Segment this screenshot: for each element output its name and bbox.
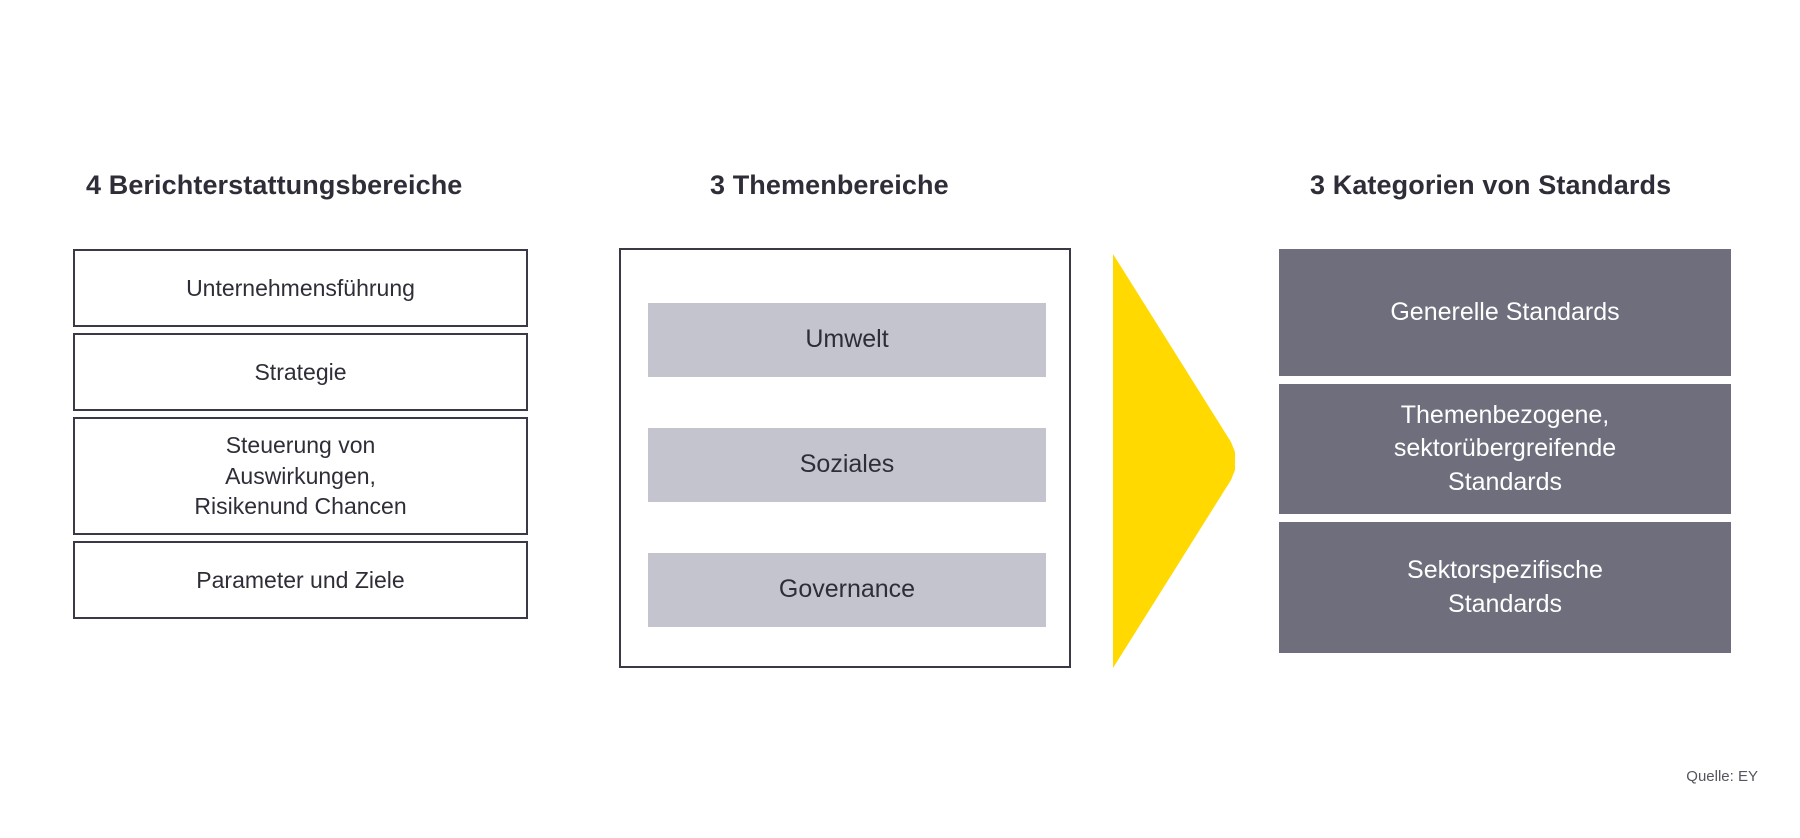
standard-categories-group: Generelle Standards Themenbezogene,sekto… <box>1279 249 1731 661</box>
reporting-area-box: Unternehmensführung <box>73 249 528 327</box>
reporting-area-box: Strategie <box>73 333 528 411</box>
topic-area-bar: Umwelt <box>648 303 1046 377</box>
column-header-standard-categories: 3 Kategorien von Standards <box>1310 170 1672 200</box>
topic-area-bar: Soziales <box>648 428 1046 502</box>
column-header-topic-areas: 3 Themenbereiche <box>710 170 949 200</box>
reporting-areas-group: Unternehmensführung Strategie Steuerung … <box>73 249 528 625</box>
source-note: Quelle: EY <box>1686 768 1758 785</box>
reporting-area-box: Parameter und Ziele <box>73 541 528 619</box>
standard-category-box: Generelle Standards <box>1279 249 1731 376</box>
topic-areas-frame: Umwelt Soziales Governance <box>619 248 1071 668</box>
topic-area-bar: Governance <box>648 553 1046 627</box>
arrow-shape <box>1113 254 1235 668</box>
yellow-arrow-icon <box>1113 254 1235 668</box>
column-header-reporting-areas: 4 Berichterstattungsbereiche <box>86 170 463 200</box>
